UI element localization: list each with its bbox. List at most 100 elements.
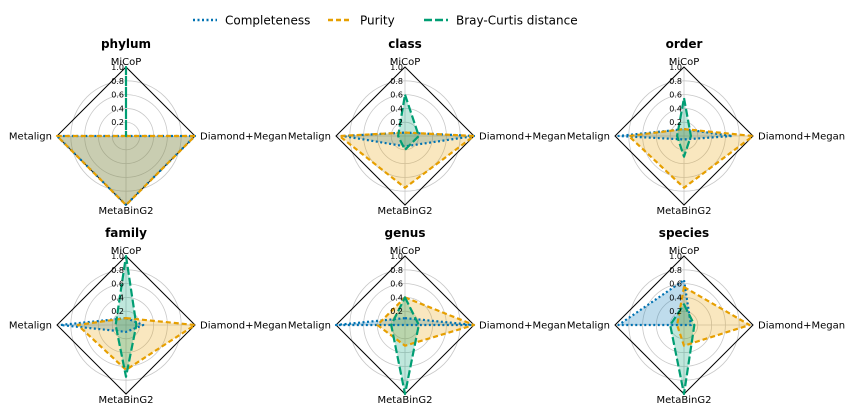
axis-label-micop: MiCoP [111,246,142,257]
panel-title: phylum [101,37,151,51]
radial-tick-label: 1.0 [390,252,403,261]
radial-tick-label: 0.4 [111,293,124,302]
series-line-bray-curtis-distance [390,296,420,396]
series-line-purity [76,317,197,371]
series-line-purity [627,128,755,189]
axis-label-metabing2: MetaBinG2 [657,206,712,217]
series-area-completeness [336,318,474,325]
radial-tick-label: 0.2 [669,118,682,127]
axis-label-metalign: Metalign [288,321,331,332]
axis-label-metalign: Metalign [567,321,610,332]
axis-label-metabing2: MetaBinG2 [99,395,154,406]
series-area-purity [339,132,474,188]
radial-tick-label: 0.8 [669,77,682,86]
axis-label-micop: MiCoP [669,246,700,257]
radial-tick-label: 1.0 [111,252,124,261]
radar-frame [614,66,754,206]
axis-label-micop: MiCoP [669,57,700,68]
series-area-completeness [618,129,733,140]
axis-label-metalign: Metalign [567,132,610,143]
legend-label: Completeness [225,14,310,28]
radial-tick-label: 1.0 [390,63,403,72]
legend-item-completeness: Completeness [193,14,310,28]
radial-tick-label: 0.2 [669,307,682,316]
radar-panel-order: order0.20.40.60.81.0MiCoPDiamond+MeganMe… [567,37,845,217]
radar-panel-family: family0.20.40.60.81.0MiCoPDiamond+MeganM… [9,226,287,406]
axis-label-micop: MiCoP [111,57,142,68]
radial-tick-label: 0.6 [669,280,682,289]
series-area-completeness [342,132,474,147]
series-line-bray-curtis-distance [675,96,693,158]
radar-panels: phylum0.20.40.60.81.0MiCoPDiamond+MeganM… [9,37,845,406]
radar-frame [56,255,196,395]
radial-tick-label: 0.6 [390,280,403,289]
radial-tick-label: 0.2 [111,307,124,316]
radial-tick-label: 0.6 [669,91,682,100]
radial-tick-label: 0.4 [669,293,682,302]
radar-frame [335,66,475,206]
radial-tick-label: 0.4 [390,104,403,113]
panel-title: genus [385,226,426,240]
axis-label-diamond-megan: Diamond+Megan [479,132,566,143]
series-area-bray-curtis-distance [670,304,695,394]
axis-label-diamond-megan: Diamond+Megan [200,132,287,143]
radial-tick-label: 0.8 [111,77,124,86]
series-line-completeness [55,134,197,207]
panel-title: species [659,226,709,240]
series-line-purity [338,131,476,189]
radial-tick-label: 1.0 [669,63,682,72]
series-line-purity [376,296,476,347]
legend-label: Bray-Curtis distance [456,14,578,28]
radial-tick-label: 0.4 [669,104,682,113]
radial-tick-label: 0.6 [111,280,124,289]
axis-label-diamond-megan: Diamond+Megan [758,132,845,143]
axis-label-micop: MiCoP [390,246,421,257]
series-area-purity [57,136,195,205]
axis-label-diamond-megan: Diamond+Megan [200,321,287,332]
radar-panel-genus: genus0.20.40.60.81.0MiCoPDiamond+MeganMe… [288,226,566,406]
series-line-completeness [334,317,476,327]
axis-label-micop: MiCoP [390,57,421,68]
axis-label-metalign: Metalign [288,132,331,143]
series-area-completeness [57,136,195,205]
axis-label-metalign: Metalign [9,132,52,143]
legend-label: Purity [360,14,395,28]
series-area-purity [77,318,195,370]
radial-tick-label: 0.8 [390,266,403,275]
series-area-completeness [60,318,144,332]
panel-title: class [388,37,422,51]
radial-tick-label: 0.2 [111,118,124,127]
radial-tick-label: 1.0 [111,63,124,72]
radial-tick-label: 0.8 [111,266,124,275]
axis-label-metabing2: MetaBinG2 [657,395,712,406]
axis-label-diamond-megan: Diamond+Megan [479,321,566,332]
series-line-bray-curtis-distance [669,303,696,396]
radial-tick-label: 0.2 [390,307,403,316]
axis-label-metalign: Metalign [9,321,52,332]
axis-label-metabing2: MetaBinG2 [99,206,154,217]
series-line-completeness [341,131,476,148]
axis-label-diamond-megan: Diamond+Megan [758,321,845,332]
series-area-completeness [618,280,691,325]
radial-tick-label: 0.8 [390,77,403,86]
radial-tick-label: 0.8 [669,266,682,275]
series-area-purity [377,297,474,346]
panel-title: order [666,37,703,51]
radial-tick-label: 0.6 [390,91,403,100]
legend-item-bray-curtis-distance: Bray-Curtis distance [424,14,578,28]
series-line-bray-curtis-distance [114,254,138,378]
radial-tick-label: 0.6 [111,91,124,100]
axis-label-metabing2: MetaBinG2 [378,206,433,217]
series-line-bray-curtis-distance [397,93,420,151]
legend: Completeness Purity Bray-Curtis distance [193,14,578,28]
radial-tick-label: 0.2 [390,118,403,127]
radar-panel-phylum: phylum0.20.40.60.81.0MiCoPDiamond+MeganM… [9,37,287,217]
series-area-purity [677,287,750,346]
axis-label-metabing2: MetaBinG2 [378,395,433,406]
radial-tick-label: 0.4 [390,293,403,302]
radar-panel-class: class0.20.40.60.81.0MiCoPDiamond+MeganMe… [288,37,566,217]
radial-tick-label: 1.0 [669,252,682,261]
series-line-completeness [617,279,693,327]
